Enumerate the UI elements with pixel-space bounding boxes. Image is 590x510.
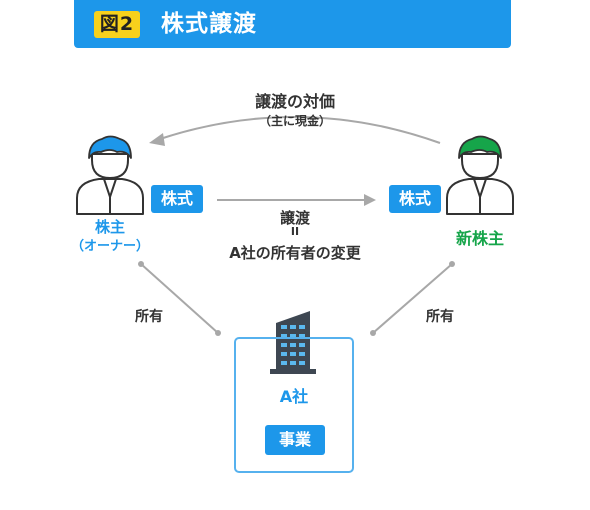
payment-label: 譲渡の対価 (254, 92, 335, 111)
ownership-line-left (140, 263, 219, 334)
ownership-dot-left-top (138, 261, 144, 267)
payment-arrowhead (149, 133, 165, 146)
transfer-label: 譲渡 (279, 209, 310, 227)
ownership-label-left: 所有 (135, 309, 163, 325)
ownership-line-right (372, 263, 453, 334)
title-bar: 図2 株式譲渡 (74, 0, 511, 48)
stock-badge-right: 株式 (389, 185, 441, 213)
payment-arrow (159, 116, 441, 144)
payment-sublabel: （主に現金） (258, 114, 331, 128)
new-owner-person-icon (446, 135, 514, 215)
business-badge: 事業 (265, 425, 325, 455)
owner-person-icon (76, 135, 144, 215)
stock-badge-left: 株式 (151, 185, 203, 213)
transfer-arrowhead (364, 194, 376, 206)
figure-title: 株式譲渡 (161, 11, 257, 37)
new-owner-label: 新株主 (455, 229, 504, 248)
ownership-dot-right-bottom (370, 330, 376, 336)
ownership-dot-left-bottom (215, 330, 221, 336)
company-label: A社 (279, 387, 309, 406)
transfer-equals: II (290, 225, 300, 238)
ownership-dot-right-top (449, 261, 455, 267)
owner-change-label: A社の所有者の変更 (229, 244, 361, 262)
owner-label: 株主 (94, 218, 125, 236)
figure-number-badge: 図2 (94, 11, 140, 38)
company-box (234, 337, 354, 473)
ownership-label-right: 所有 (426, 309, 454, 325)
owner-sublabel: （オーナー） (70, 239, 149, 254)
building-icon (270, 311, 316, 374)
